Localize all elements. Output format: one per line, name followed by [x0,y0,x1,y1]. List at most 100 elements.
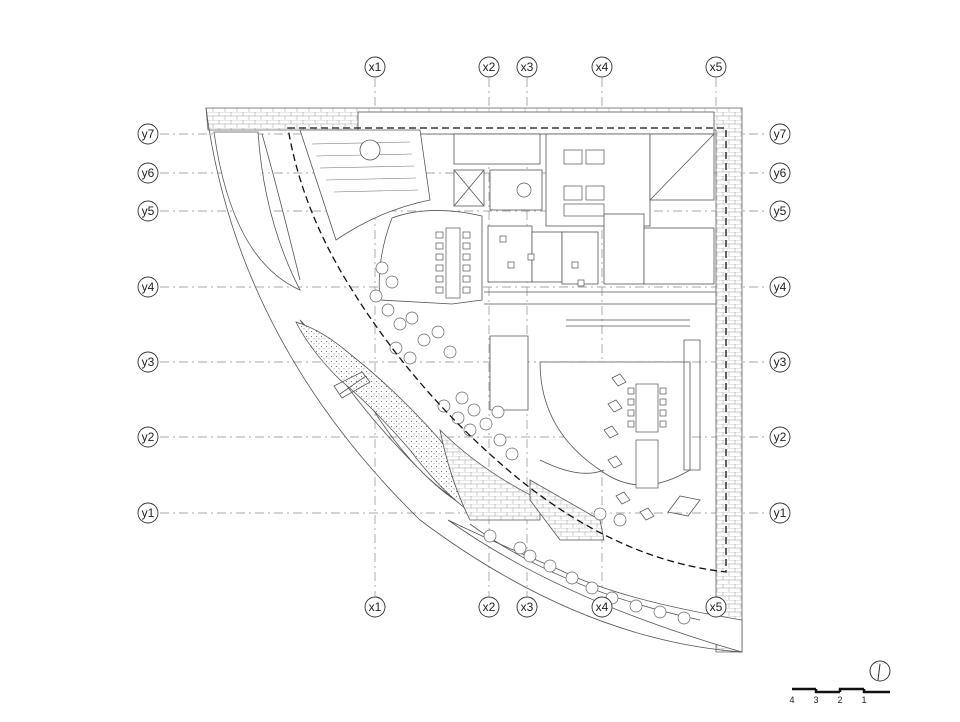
tree-icon [455,391,469,405]
svg-text:x1: x1 [369,600,382,614]
svg-text:x4: x4 [596,600,609,614]
chair [627,398,635,406]
desk [563,185,583,201]
chair [435,264,444,272]
chair [462,275,471,283]
tree-icon [479,417,493,431]
lounge-chair [603,425,619,439]
desk [585,185,605,201]
grid-bubble-x4-bottom: x4 [591,596,613,618]
chair [577,279,585,287]
desk [585,149,605,165]
furniture [435,149,667,521]
svg-text:y2: y2 [774,430,787,444]
tree-icon [431,325,445,339]
chair [627,387,635,395]
lounge-chair [611,373,627,387]
grid-bubble-y1-left: y1 [137,502,159,524]
tree-icon [523,549,537,563]
chair [462,264,471,272]
tree-icon [451,411,465,425]
grid-bubble-y6-left: y6 [137,162,159,184]
svg-text:x1: x1 [369,60,382,74]
chair [507,261,515,269]
grid-bubble-x3-bottom: x3 [516,596,538,618]
svg-text:y7: y7 [142,127,155,141]
svg-text:y5: y5 [774,204,787,218]
tree-icon [491,405,505,419]
svg-text:y5: y5 [142,204,155,218]
tree-icon [393,317,407,331]
chair [462,286,471,294]
grid-bubble-y5-right: y5 [769,200,791,222]
scale-label-1: 1 [861,695,866,705]
tree-icon [375,261,389,275]
grid-bubble-y3-right: y3 [769,351,791,373]
grid-bubble-y2-right: y2 [769,426,791,448]
desk [563,203,605,217]
grid-bubble-y4-right: y4 [769,276,791,298]
grid-bubble-x5-bottom: x5 [705,596,727,618]
tree-icon [505,447,519,461]
grid-bubble-x5-top: x5 [705,56,727,78]
grid-bubble-y3-left: y3 [137,351,159,373]
grid-bubble-y6-right: y6 [769,162,791,184]
svg-text:y7: y7 [774,127,787,141]
hall-table [635,383,659,433]
scale-label-2: 2 [837,695,842,705]
grid-bubble-y1-right: y1 [769,502,791,524]
hall-table [635,439,659,489]
tree-icon [437,399,451,413]
svg-text:x2: x2 [483,600,496,614]
tree-icon [417,333,431,347]
tree-icon [483,529,497,543]
tree-icon [405,311,419,325]
chair [627,409,635,417]
chair [527,253,535,261]
scale-bar: 4 3 2 1 [789,687,890,705]
tree-icon [381,303,395,317]
chair [627,420,635,428]
svg-text:x3: x3 [521,60,534,74]
tree-icon [653,605,667,619]
grid-bubble-x3-top: x3 [516,56,538,78]
svg-text:y4: y4 [142,280,155,294]
grid-bubble-x2-bottom: x2 [478,596,500,618]
chair [462,231,471,239]
tree-icon [493,433,507,447]
scale-label-4: 4 [789,695,794,705]
grid-bubble-y2-left: y2 [137,426,159,448]
svg-text:y1: y1 [774,506,787,520]
desk [563,149,583,165]
svg-text:y2: y2 [142,430,155,444]
boundary-dashed-line [287,127,727,573]
tree-icon [443,345,457,359]
tree-icon [467,403,481,417]
lounge-chair [615,491,631,505]
svg-text:x5: x5 [710,600,723,614]
round-table [516,182,532,198]
tree-icon [463,423,477,437]
grid-bubble-x4-top: x4 [591,56,613,78]
tree-icon [613,513,627,527]
grid-bubble-y7-left: y7 [137,123,159,145]
lounge-chair [607,455,623,469]
chair [499,235,507,243]
tree-icon [513,541,527,555]
tree-icon [543,559,557,573]
chair [659,398,667,406]
tree-icon [403,351,417,365]
lounge-chair [639,507,655,521]
chair [659,420,667,428]
svg-text:x4: x4 [596,60,609,74]
tree-icon [369,289,383,303]
chair [659,387,667,395]
tree-icon [585,581,599,595]
grid-bubble-x1-top: x1 [364,56,386,78]
chair [435,253,444,261]
grid-bubble-y4-left: y4 [137,276,159,298]
chair [462,242,471,250]
svg-text:y3: y3 [774,355,787,369]
svg-text:y4: y4 [774,280,787,294]
lounge-chair [607,399,623,413]
